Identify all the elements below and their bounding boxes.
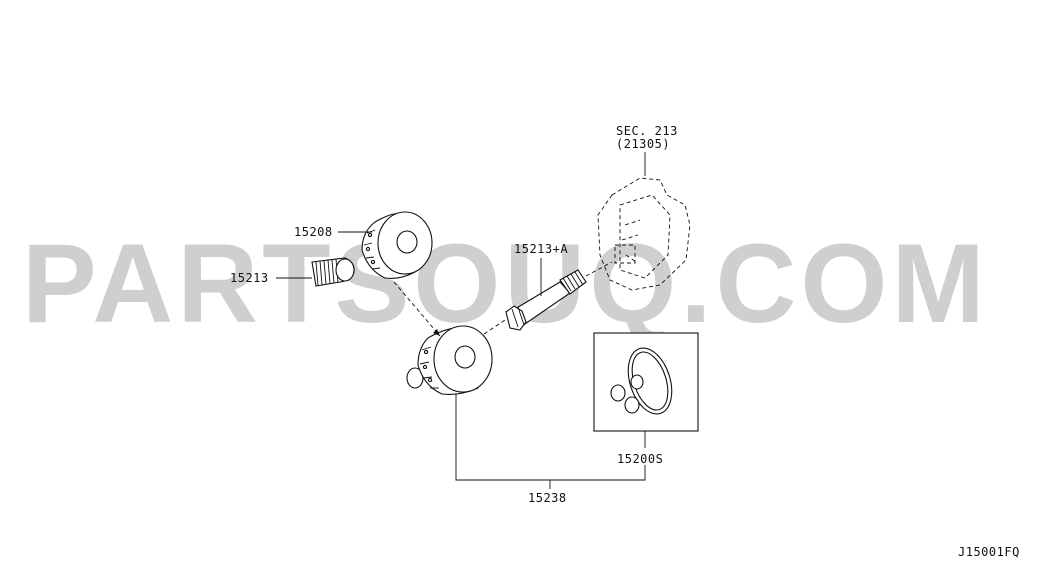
oil-filter-assembly-15238[interactable] — [406, 325, 493, 395]
part-label-15200s[interactable]: 15200S — [617, 452, 663, 466]
oil-cooler-housing[interactable] — [597, 177, 691, 291]
gasket-kit-15200s[interactable] — [593, 332, 699, 432]
assembly-guides — [393, 261, 613, 337]
sec-ref-sub-label: (21305) — [616, 137, 670, 151]
part-label-15238[interactable]: 15238 — [528, 491, 567, 505]
relief-valve-spring-15213[interactable] — [311, 257, 355, 287]
diagram-code: J15001FQ — [958, 545, 1020, 559]
part-label-15208[interactable]: 15208 — [294, 225, 333, 239]
part-label-15213[interactable]: 15213 — [230, 271, 269, 285]
leader-lines — [276, 152, 646, 489]
sec-ref-label: SEC. 213 — [616, 124, 678, 138]
oil-filter-15208[interactable] — [361, 211, 433, 279]
watermark-text: PARTSOUQ.COM — [22, 221, 989, 346]
connector-stud-15213a[interactable] — [505, 269, 587, 331]
part-label-15213a[interactable]: 15213+A — [514, 242, 568, 256]
